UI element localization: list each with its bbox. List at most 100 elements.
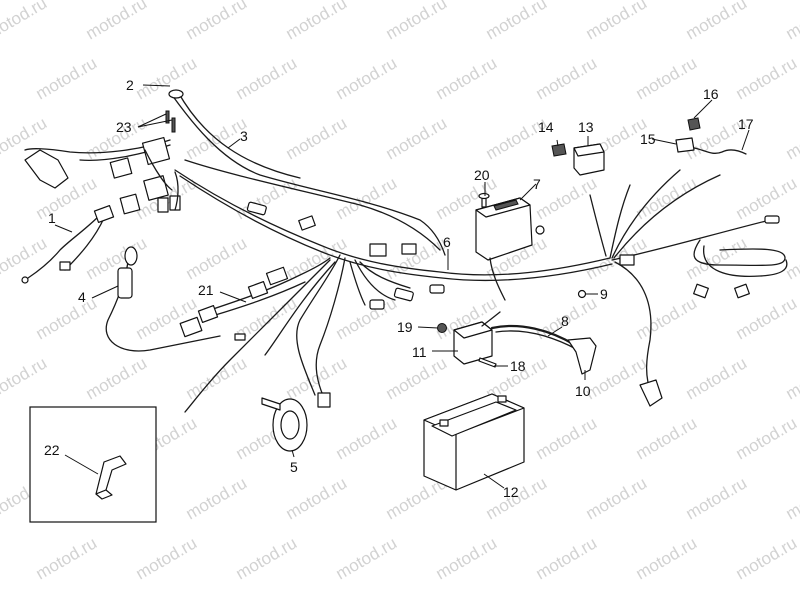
part-4-fuse-holder bbox=[105, 246, 246, 352]
watermark-text: motod.ru bbox=[333, 293, 401, 343]
watermark-text: motod.ru bbox=[583, 0, 651, 43]
callout-22: 22 bbox=[44, 442, 60, 458]
watermark-text: motod.ru bbox=[183, 353, 251, 403]
watermark-text: motod.ru bbox=[333, 53, 401, 103]
callout-19: 19 bbox=[397, 319, 413, 335]
part-13-relay bbox=[573, 143, 605, 176]
watermark-text: motod.ru bbox=[333, 413, 401, 463]
watermark-text: motod.ru bbox=[483, 0, 551, 43]
callout-3: 3 bbox=[240, 128, 248, 144]
watermark-text: motod.ru bbox=[733, 533, 800, 583]
watermark-text: motod.ru bbox=[0, 0, 50, 43]
part-8-hv-cable bbox=[490, 324, 579, 351]
part-10-spark-plug-cap bbox=[567, 337, 597, 375]
watermark-text: motod.ru bbox=[783, 0, 800, 43]
watermark-text: motod.ru bbox=[683, 473, 751, 523]
callout-23: 23 bbox=[116, 119, 132, 135]
part-12-battery bbox=[423, 393, 525, 491]
callout-16: 16 bbox=[703, 86, 719, 102]
watermark-text: motod.ru bbox=[33, 53, 101, 103]
watermark-text: motod.ru bbox=[183, 233, 251, 283]
watermark-text: motod.ru bbox=[783, 353, 800, 403]
watermark-text: motod.ru bbox=[733, 413, 800, 463]
callout-13: 13 bbox=[578, 119, 594, 135]
watermark-text: motod.ru bbox=[233, 53, 301, 103]
watermark-text: motod.ru bbox=[0, 353, 50, 403]
watermark-text: motod.ru bbox=[533, 53, 601, 103]
callout-9: 9 bbox=[600, 286, 608, 302]
watermark-text: motod.ru bbox=[283, 473, 351, 523]
watermark-text: motod.ru bbox=[783, 473, 800, 523]
part-21-sub-harness bbox=[197, 257, 331, 323]
part-22-clip bbox=[95, 455, 127, 500]
watermark-text: motod.ru bbox=[433, 53, 501, 103]
part-7-cdi-unit bbox=[475, 197, 545, 301]
part-14-rubber-mount bbox=[551, 143, 567, 157]
callout-15: 15 bbox=[640, 131, 656, 147]
callout-8: 8 bbox=[561, 313, 569, 329]
right-connectors bbox=[619, 215, 780, 407]
part-19-nut bbox=[437, 323, 447, 333]
watermark-text: motod.ru bbox=[533, 533, 601, 583]
watermark-text: motod.ru bbox=[583, 473, 651, 523]
watermark-text: motod.ru bbox=[383, 233, 451, 283]
callout-7: 7 bbox=[533, 176, 541, 192]
watermark-text: motod.ru bbox=[633, 533, 701, 583]
callout-6: 6 bbox=[443, 234, 451, 250]
watermark-text: motod.ru bbox=[533, 173, 601, 223]
callout-12: 12 bbox=[503, 484, 519, 500]
part-18-screw bbox=[478, 357, 497, 368]
watermark-text: motod.ru bbox=[0, 233, 50, 283]
watermark-text: motod.ru bbox=[533, 413, 601, 463]
watermark-text: motod.ru bbox=[83, 233, 151, 283]
callout-1: 1 bbox=[48, 210, 56, 226]
watermark-text: motod.ru bbox=[333, 533, 401, 583]
watermark-text: motod.ru bbox=[183, 0, 251, 43]
part-20-screw bbox=[478, 192, 490, 208]
watermark-text: motod.ru bbox=[183, 473, 251, 523]
watermark-text: motod.ru bbox=[83, 353, 151, 403]
watermark-text: motod.ru bbox=[133, 533, 201, 583]
watermark-text: motod.ru bbox=[433, 533, 501, 583]
watermark-text: motod.ru bbox=[733, 293, 800, 343]
watermark-text: motod.ru bbox=[233, 533, 301, 583]
callout-18: 18 bbox=[510, 358, 526, 374]
watermark-text: motod.ru bbox=[683, 0, 751, 43]
leader-lines bbox=[54, 84, 750, 489]
callout-21: 21 bbox=[198, 282, 214, 298]
callout-5: 5 bbox=[290, 459, 298, 475]
watermark-text: motod.ru bbox=[633, 413, 701, 463]
watermark-text: motod.ru bbox=[133, 53, 201, 103]
callout-4: 4 bbox=[78, 289, 86, 305]
watermark-text: motod.ru bbox=[283, 0, 351, 43]
harness-connectors bbox=[246, 201, 445, 408]
callout-20: 20 bbox=[474, 167, 490, 183]
watermark-text: motod.ru bbox=[633, 173, 701, 223]
callout-2: 2 bbox=[126, 77, 134, 93]
watermark-text: motod.ru bbox=[633, 53, 701, 103]
part-5-horn bbox=[261, 397, 308, 452]
part-9-washer bbox=[577, 289, 587, 299]
part-17-wire-lead bbox=[693, 147, 747, 155]
watermark-text: motod.ru bbox=[383, 113, 451, 163]
part-1-harness bbox=[21, 205, 115, 284]
watermark-text: motod.ru bbox=[683, 353, 751, 403]
left-connector-cluster bbox=[24, 136, 181, 215]
watermark-text: motod.ru bbox=[133, 293, 201, 343]
part-11-voltage-regulator bbox=[453, 311, 501, 365]
watermark-text: motod.ru bbox=[283, 113, 351, 163]
part-2-rivet bbox=[168, 89, 184, 99]
part-15-connector bbox=[675, 137, 695, 153]
callout-10: 10 bbox=[575, 383, 591, 399]
part-16-rubber-mount bbox=[687, 117, 701, 131]
watermark-text: motod.ru bbox=[783, 113, 800, 163]
watermark-text: motod.ru bbox=[33, 293, 101, 343]
callout-14: 14 bbox=[538, 119, 554, 135]
watermark-text: motod.ru bbox=[383, 0, 451, 43]
watermark-text: motod.ru bbox=[633, 293, 701, 343]
watermark-text: motod.ru bbox=[233, 173, 301, 223]
callouts: 2 23 3 1 4 21 6 20 7 14 13 15 16 17 9 19… bbox=[44, 77, 754, 500]
watermark-text: motod.ru bbox=[383, 353, 451, 403]
part-23-screws bbox=[165, 110, 176, 133]
watermark-text: motod.ru bbox=[33, 533, 101, 583]
